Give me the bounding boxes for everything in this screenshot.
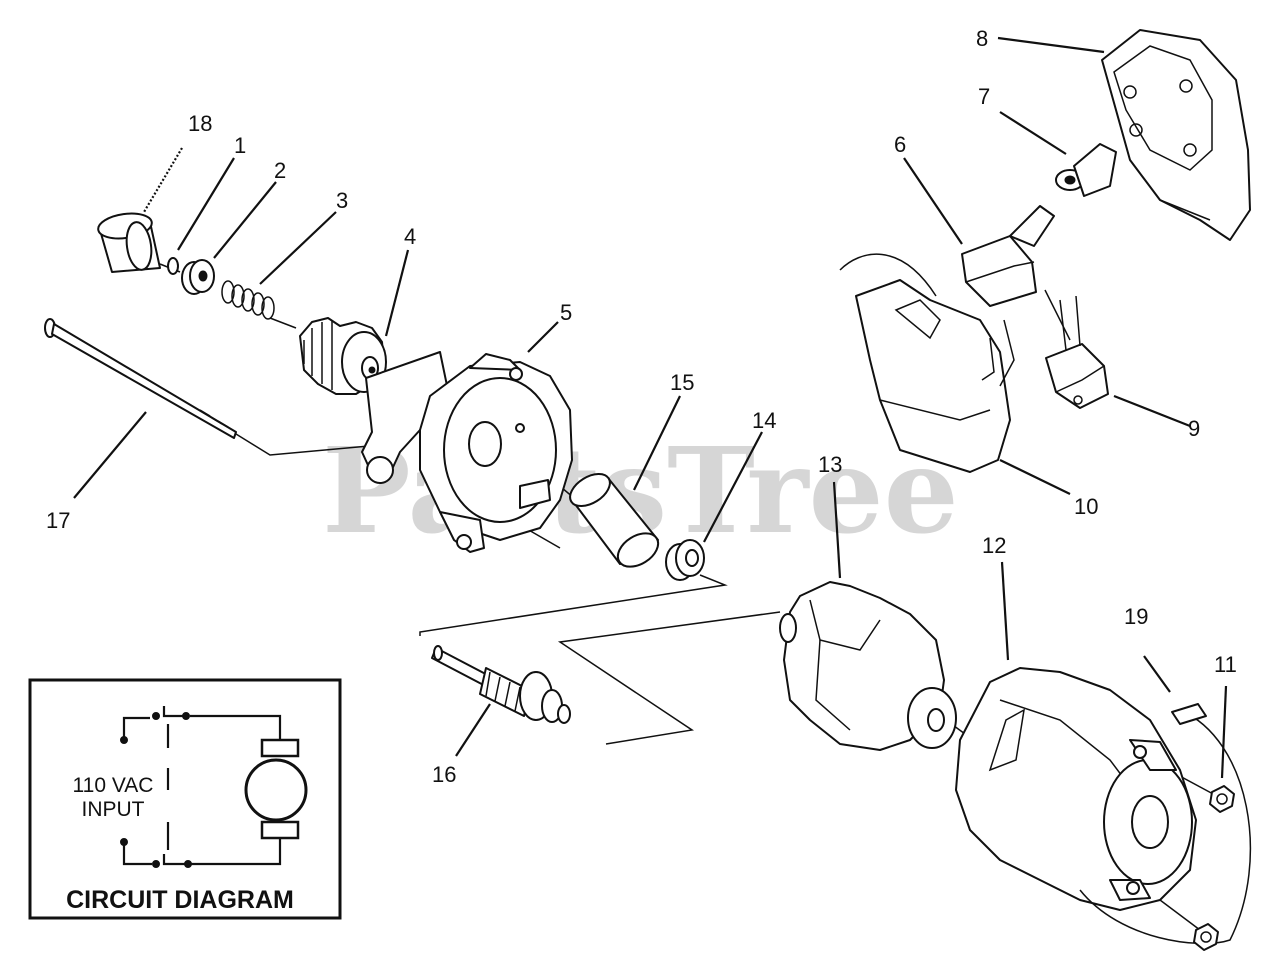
part-7-grommet bbox=[1055, 143, 1117, 197]
part-13-end-bell bbox=[779, 581, 957, 751]
callout-6: 6 bbox=[894, 132, 906, 157]
callout-9: 9 bbox=[1188, 416, 1200, 441]
part-11-hex-nut-upper bbox=[1209, 785, 1235, 813]
callout-labels: 18 1 2 3 4 5 6 7 8 9 10 11 12 13 14 15 1… bbox=[46, 26, 1237, 787]
callout-13: 13 bbox=[818, 452, 842, 477]
callout-3: 3 bbox=[336, 188, 348, 213]
part-2-thrust-washer bbox=[181, 259, 215, 295]
callout-8: 8 bbox=[976, 26, 988, 51]
callout-15: 15 bbox=[670, 370, 694, 395]
part-19-tab bbox=[1171, 703, 1207, 725]
leader-lines bbox=[73, 36, 1228, 779]
callout-10: 10 bbox=[1074, 494, 1098, 519]
callout-1: 1 bbox=[234, 133, 246, 158]
callout-19: 19 bbox=[1124, 604, 1148, 629]
circuit-input-line1: 110 VAC bbox=[73, 774, 154, 797]
part-8-switch-cover bbox=[1101, 29, 1251, 241]
callout-11: 11 bbox=[1214, 652, 1237, 677]
part-4-pinion-gear bbox=[299, 317, 387, 395]
part-1-retaining-ring bbox=[167, 257, 179, 275]
part-18-bushing bbox=[97, 212, 161, 273]
part-17-through-bolt bbox=[44, 318, 237, 439]
callout-7: 7 bbox=[978, 84, 990, 109]
callout-5: 5 bbox=[560, 300, 572, 325]
part-6-switch bbox=[961, 205, 1055, 307]
callout-14: 14 bbox=[752, 408, 776, 433]
callout-12: 12 bbox=[982, 533, 1006, 558]
circuit-input-line2: INPUT bbox=[82, 798, 145, 821]
part-9-plug bbox=[1045, 295, 1109, 409]
part-10-switch-housing bbox=[839, 253, 1015, 473]
part-16-armature-shaft bbox=[431, 645, 571, 724]
callout-2: 2 bbox=[274, 158, 286, 183]
callout-17: 17 bbox=[46, 508, 70, 533]
motor-symbol bbox=[244, 758, 308, 822]
circuit-title: CIRCUIT DIAGRAM bbox=[66, 886, 294, 914]
part-11-hex-nut-lower bbox=[1193, 923, 1219, 951]
part-12-motor-frame bbox=[955, 667, 1252, 945]
part-5-drive-housing bbox=[361, 351, 573, 553]
callout-18: 18 bbox=[188, 111, 212, 136]
part-3-spring bbox=[221, 280, 275, 320]
part-15-sleeve bbox=[569, 472, 660, 568]
callout-16: 16 bbox=[432, 762, 456, 787]
callout-4: 4 bbox=[404, 224, 416, 249]
circuit-diagram-panel: 110 VAC INPUT CIRCUIT DIAGRAM bbox=[28, 678, 342, 920]
part-14-bearing bbox=[665, 539, 705, 581]
